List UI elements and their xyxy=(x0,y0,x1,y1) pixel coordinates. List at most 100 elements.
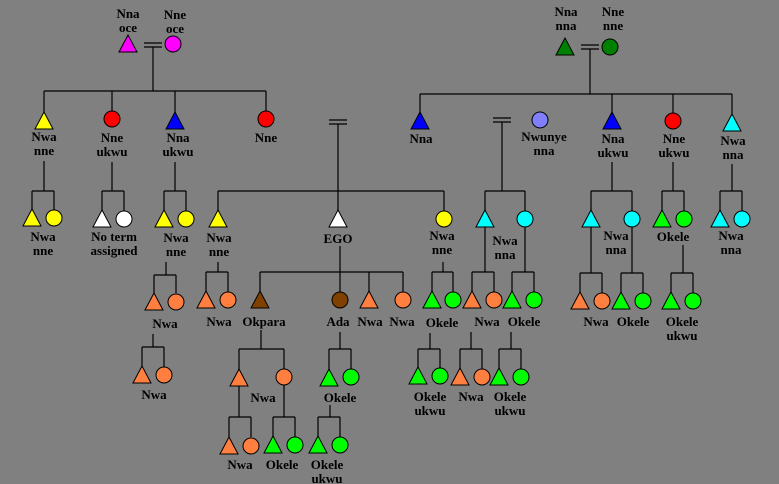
male-triangle-icon xyxy=(144,291,164,311)
kin-term-label: Nwa xyxy=(206,314,232,329)
kin-term-label: ukwu xyxy=(162,144,193,159)
male-triangle-icon xyxy=(319,367,339,387)
person-c7b xyxy=(733,210,751,228)
kin-term-label: Nna xyxy=(166,130,190,145)
kin-term-label: Okele xyxy=(666,314,699,329)
kin-term-label: nne xyxy=(603,18,623,33)
person-g2a: Nwa xyxy=(196,289,232,329)
female-circle-icon xyxy=(473,368,491,386)
female-circle-icon xyxy=(431,367,449,385)
kin-term-label: Okele xyxy=(617,314,650,329)
person-okpara: Okpara xyxy=(242,289,286,329)
male-triangle-icon xyxy=(196,289,216,309)
female-circle-icon xyxy=(444,291,462,309)
person-h4b xyxy=(431,367,449,385)
person-g3a: Okele xyxy=(422,289,458,330)
kin-term-label: No term xyxy=(91,229,137,244)
kin-term-label: Nna xyxy=(116,6,140,21)
person-g7a: Okele xyxy=(611,290,650,329)
male-triangle-icon xyxy=(710,208,730,228)
male-triangle-icon xyxy=(555,36,575,56)
kin-term-label: Okpara xyxy=(242,314,286,329)
person-son2: Nwa xyxy=(357,289,383,329)
person-h5a: Nwa xyxy=(450,366,484,404)
kin-term-label: nne xyxy=(166,244,186,259)
kin-term-label: Nwa xyxy=(152,316,178,331)
kin-term-label: EGO xyxy=(324,231,353,246)
person-g2b xyxy=(219,291,237,309)
kin-term-label: Nwa xyxy=(474,314,500,329)
person-h6b xyxy=(512,368,530,386)
kin-term-label: Okele xyxy=(494,389,527,404)
kin-term-label: ukwu xyxy=(414,403,445,418)
person-c6a: Okele xyxy=(652,208,689,244)
female-circle-icon xyxy=(155,366,173,384)
female-circle-icon xyxy=(331,436,349,454)
kin-term-label: Nwa xyxy=(206,230,232,245)
kin-term-label: Nwa xyxy=(429,228,455,243)
person-g4b xyxy=(485,291,503,309)
kin-term-label: Nna xyxy=(409,131,433,146)
female-circle-icon xyxy=(219,291,237,309)
person-i2a: Okele xyxy=(263,434,298,472)
kin-term-label: Okele xyxy=(311,457,344,472)
kin-term-label: Nwa xyxy=(163,230,189,245)
female-circle-icon xyxy=(485,291,503,309)
male-triangle-icon xyxy=(611,290,631,310)
male-triangle-icon xyxy=(132,364,152,384)
kin-term-label: Nwa xyxy=(458,389,484,404)
male-triangle-icon xyxy=(410,110,430,130)
male-triangle-icon xyxy=(229,367,249,387)
kin-term-label: nna xyxy=(534,143,555,158)
kin-term-label: Nwa xyxy=(250,390,276,405)
female-circle-icon xyxy=(164,35,182,53)
male-triangle-icon xyxy=(154,208,174,228)
kin-term-label: Okele xyxy=(324,390,357,405)
female-circle-icon xyxy=(593,292,611,310)
kin-term-label: Okele xyxy=(508,314,541,329)
kin-term-label: nna xyxy=(556,18,577,33)
kin-term-label: assigned xyxy=(91,243,139,258)
person-fa: Nna xyxy=(409,110,433,146)
male-triangle-icon xyxy=(208,208,228,228)
person-c3b xyxy=(177,210,195,228)
person-g6a: Nwa xyxy=(570,290,609,329)
female-circle-icon xyxy=(331,291,349,309)
female-circle-icon xyxy=(634,292,652,310)
person-g1b xyxy=(167,293,185,311)
female-circle-icon xyxy=(286,436,304,454)
kin-term-label: Nwa xyxy=(31,129,57,144)
person-h2b: Nwa xyxy=(250,368,293,405)
kin-term-label: nna xyxy=(495,247,516,262)
person-g6b xyxy=(593,292,611,310)
kin-term-label: oce xyxy=(166,21,184,36)
person-g1a: Nwa xyxy=(144,291,178,331)
male-triangle-icon xyxy=(359,289,379,309)
person-g4a: Nwa xyxy=(462,289,500,329)
male-triangle-icon xyxy=(165,110,185,130)
male-triangle-icon xyxy=(308,434,328,454)
kin-term-label: oce xyxy=(119,20,137,35)
male-triangle-icon xyxy=(263,434,283,454)
male-triangle-icon xyxy=(92,208,112,228)
male-triangle-icon xyxy=(722,112,742,132)
male-triangle-icon xyxy=(450,366,470,386)
female-circle-icon xyxy=(167,293,185,311)
kin-term-label: Nna xyxy=(601,131,625,146)
person-h5b xyxy=(473,368,491,386)
kin-term-label: Nwa xyxy=(492,233,518,248)
kin-term-label: ukwu xyxy=(597,145,628,160)
female-circle-icon xyxy=(115,210,133,228)
female-circle-icon xyxy=(675,210,693,228)
male-triangle-icon xyxy=(502,289,522,309)
